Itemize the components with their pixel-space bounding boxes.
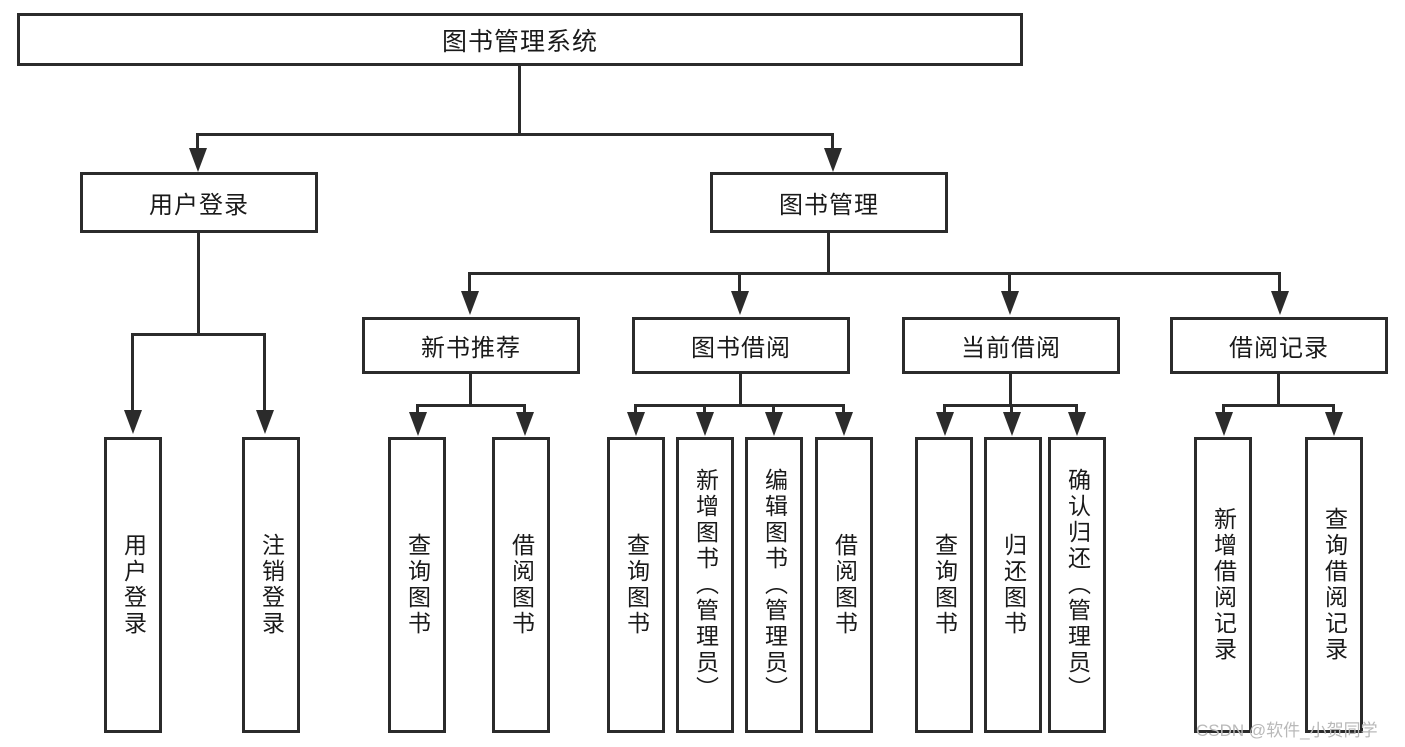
edge-bm-to-book-borrow	[738, 272, 741, 294]
arrowhead-root-to-book-management	[824, 148, 842, 172]
edge-root-stem	[518, 66, 521, 135]
arrowhead-book-borrow-to-leaf-1	[627, 412, 645, 436]
node-label: 注销登录	[258, 533, 285, 637]
edge-user-login-to-leaf-2	[263, 333, 266, 413]
edge-book-management-stem	[827, 233, 830, 275]
node-label: 借阅记录	[1229, 335, 1329, 362]
edge-borrow-record-to-leaf-1	[1222, 404, 1225, 416]
edge-current-borrow-to-leaf-2	[1010, 404, 1013, 416]
watermark-text: CSDN @软件_小贺同学	[1196, 721, 1378, 740]
node-current-borrow[interactable]: 当前借阅	[902, 317, 1120, 374]
node-borrow-record[interactable]: 借阅记录	[1170, 317, 1388, 374]
edge-bm-to-current-borrow	[1008, 272, 1011, 294]
edge-book-borrow-stem	[739, 374, 742, 406]
arrowhead-current-borrow-to-leaf-1	[936, 412, 954, 436]
arrowhead-current-borrow-to-leaf-2	[1003, 412, 1021, 436]
node-root-system[interactable]: 图书管理系统	[17, 13, 1023, 66]
node-label: 编辑图书（管理员）	[761, 468, 788, 702]
edge-borrow-record-stem	[1277, 374, 1280, 406]
edge-borrow-record-bus	[1222, 404, 1335, 407]
edge-current-borrow-stem	[1009, 374, 1012, 406]
leaf-query-book-1[interactable]: 查询图书	[388, 437, 446, 733]
node-label: 新增借阅记录	[1210, 507, 1237, 663]
node-label: 用户登录	[149, 192, 249, 219]
edge-book-borrow-bus	[634, 404, 845, 407]
leaf-edit-book[interactable]: 编辑图书（管理员）	[745, 437, 803, 733]
leaf-return-book[interactable]: 归还图书	[984, 437, 1042, 733]
edge-bm-to-new-book	[468, 272, 471, 294]
leaf-user-login[interactable]: 用户登录	[104, 437, 162, 733]
arrowhead-root-to-user-login	[189, 148, 207, 172]
leaf-confirm-return[interactable]: 确认归还（管理员）	[1048, 437, 1106, 733]
node-label: 查询借阅记录	[1321, 507, 1348, 663]
edge-book-borrow-to-leaf-1	[634, 404, 637, 416]
leaf-add-record[interactable]: 新增借阅记录	[1194, 437, 1252, 733]
arrowhead-bm-to-book-borrow	[731, 291, 749, 315]
arrowhead-current-borrow-to-leaf-3	[1068, 412, 1086, 436]
node-label: 图书管理	[779, 192, 879, 219]
edge-new-book-stem	[469, 374, 472, 406]
edge-book-borrow-to-leaf-4	[842, 404, 845, 416]
arrowhead-book-borrow-to-leaf-3	[765, 412, 783, 436]
node-label: 确认归还（管理员）	[1064, 468, 1091, 702]
arrowhead-bm-to-borrow-record	[1271, 291, 1289, 315]
node-new-book-recommend[interactable]: 新书推荐	[362, 317, 580, 374]
edge-new-book-bus	[416, 404, 526, 407]
node-label: 借阅图书	[508, 533, 535, 637]
arrowhead-user-login-to-leaf-1	[124, 410, 142, 434]
node-label: 新增图书（管理员）	[692, 468, 719, 702]
node-label: 归还图书	[1000, 533, 1027, 637]
arrowhead-book-borrow-to-leaf-4	[835, 412, 853, 436]
arrowhead-bm-to-new-book	[461, 291, 479, 315]
node-label: 查询图书	[931, 533, 958, 637]
leaf-add-book[interactable]: 新增图书（管理员）	[676, 437, 734, 733]
node-user-login[interactable]: 用户登录	[80, 172, 318, 233]
edge-root-to-user-login	[196, 133, 199, 153]
leaf-borrow-book-2[interactable]: 借阅图书	[815, 437, 873, 733]
edge-current-borrow-to-leaf-1	[943, 404, 946, 416]
node-label: 新书推荐	[421, 335, 521, 362]
arrowhead-user-login-to-leaf-2	[256, 410, 274, 434]
node-book-management[interactable]: 图书管理	[710, 172, 948, 233]
edge-new-book-to-leaf-2	[523, 404, 526, 416]
node-label: 借阅图书	[831, 533, 858, 637]
edge-user-login-stem	[197, 233, 200, 335]
edge-root-to-book-management	[831, 133, 834, 153]
edge-user-login-to-leaf-1	[131, 333, 134, 413]
edge-bm-to-borrow-record	[1278, 272, 1281, 294]
edge-current-borrow-to-leaf-3	[1075, 404, 1078, 416]
edge-user-login-bus	[131, 333, 266, 336]
node-label: 当前借阅	[961, 335, 1061, 362]
leaf-borrow-book-1[interactable]: 借阅图书	[492, 437, 550, 733]
arrowhead-bm-to-current-borrow	[1001, 291, 1019, 315]
edge-root-bus	[196, 133, 834, 136]
leaf-query-book-3[interactable]: 查询图书	[915, 437, 973, 733]
node-label: 图书借阅	[691, 335, 791, 362]
arrowhead-borrow-record-to-leaf-1	[1215, 412, 1233, 436]
arrowhead-borrow-record-to-leaf-2	[1325, 412, 1343, 436]
leaf-logout[interactable]: 注销登录	[242, 437, 300, 733]
node-book-borrow[interactable]: 图书借阅	[632, 317, 850, 374]
edge-borrow-record-to-leaf-2	[1332, 404, 1335, 416]
arrowhead-new-book-to-leaf-1	[409, 412, 427, 436]
edge-book-management-bus	[468, 272, 1281, 275]
node-label: 查询图书	[623, 533, 650, 637]
leaf-query-book-2[interactable]: 查询图书	[607, 437, 665, 733]
leaf-query-record[interactable]: 查询借阅记录	[1305, 437, 1363, 733]
arrowhead-new-book-to-leaf-2	[516, 412, 534, 436]
node-label: 图书管理系统	[441, 27, 598, 56]
edge-book-borrow-to-leaf-2	[703, 404, 706, 416]
node-label: 查询图书	[404, 533, 431, 637]
arrowhead-book-borrow-to-leaf-2	[696, 412, 714, 436]
edge-new-book-to-leaf-1	[416, 404, 419, 416]
node-label: 用户登录	[120, 533, 147, 637]
edge-book-borrow-to-leaf-3	[772, 404, 775, 416]
